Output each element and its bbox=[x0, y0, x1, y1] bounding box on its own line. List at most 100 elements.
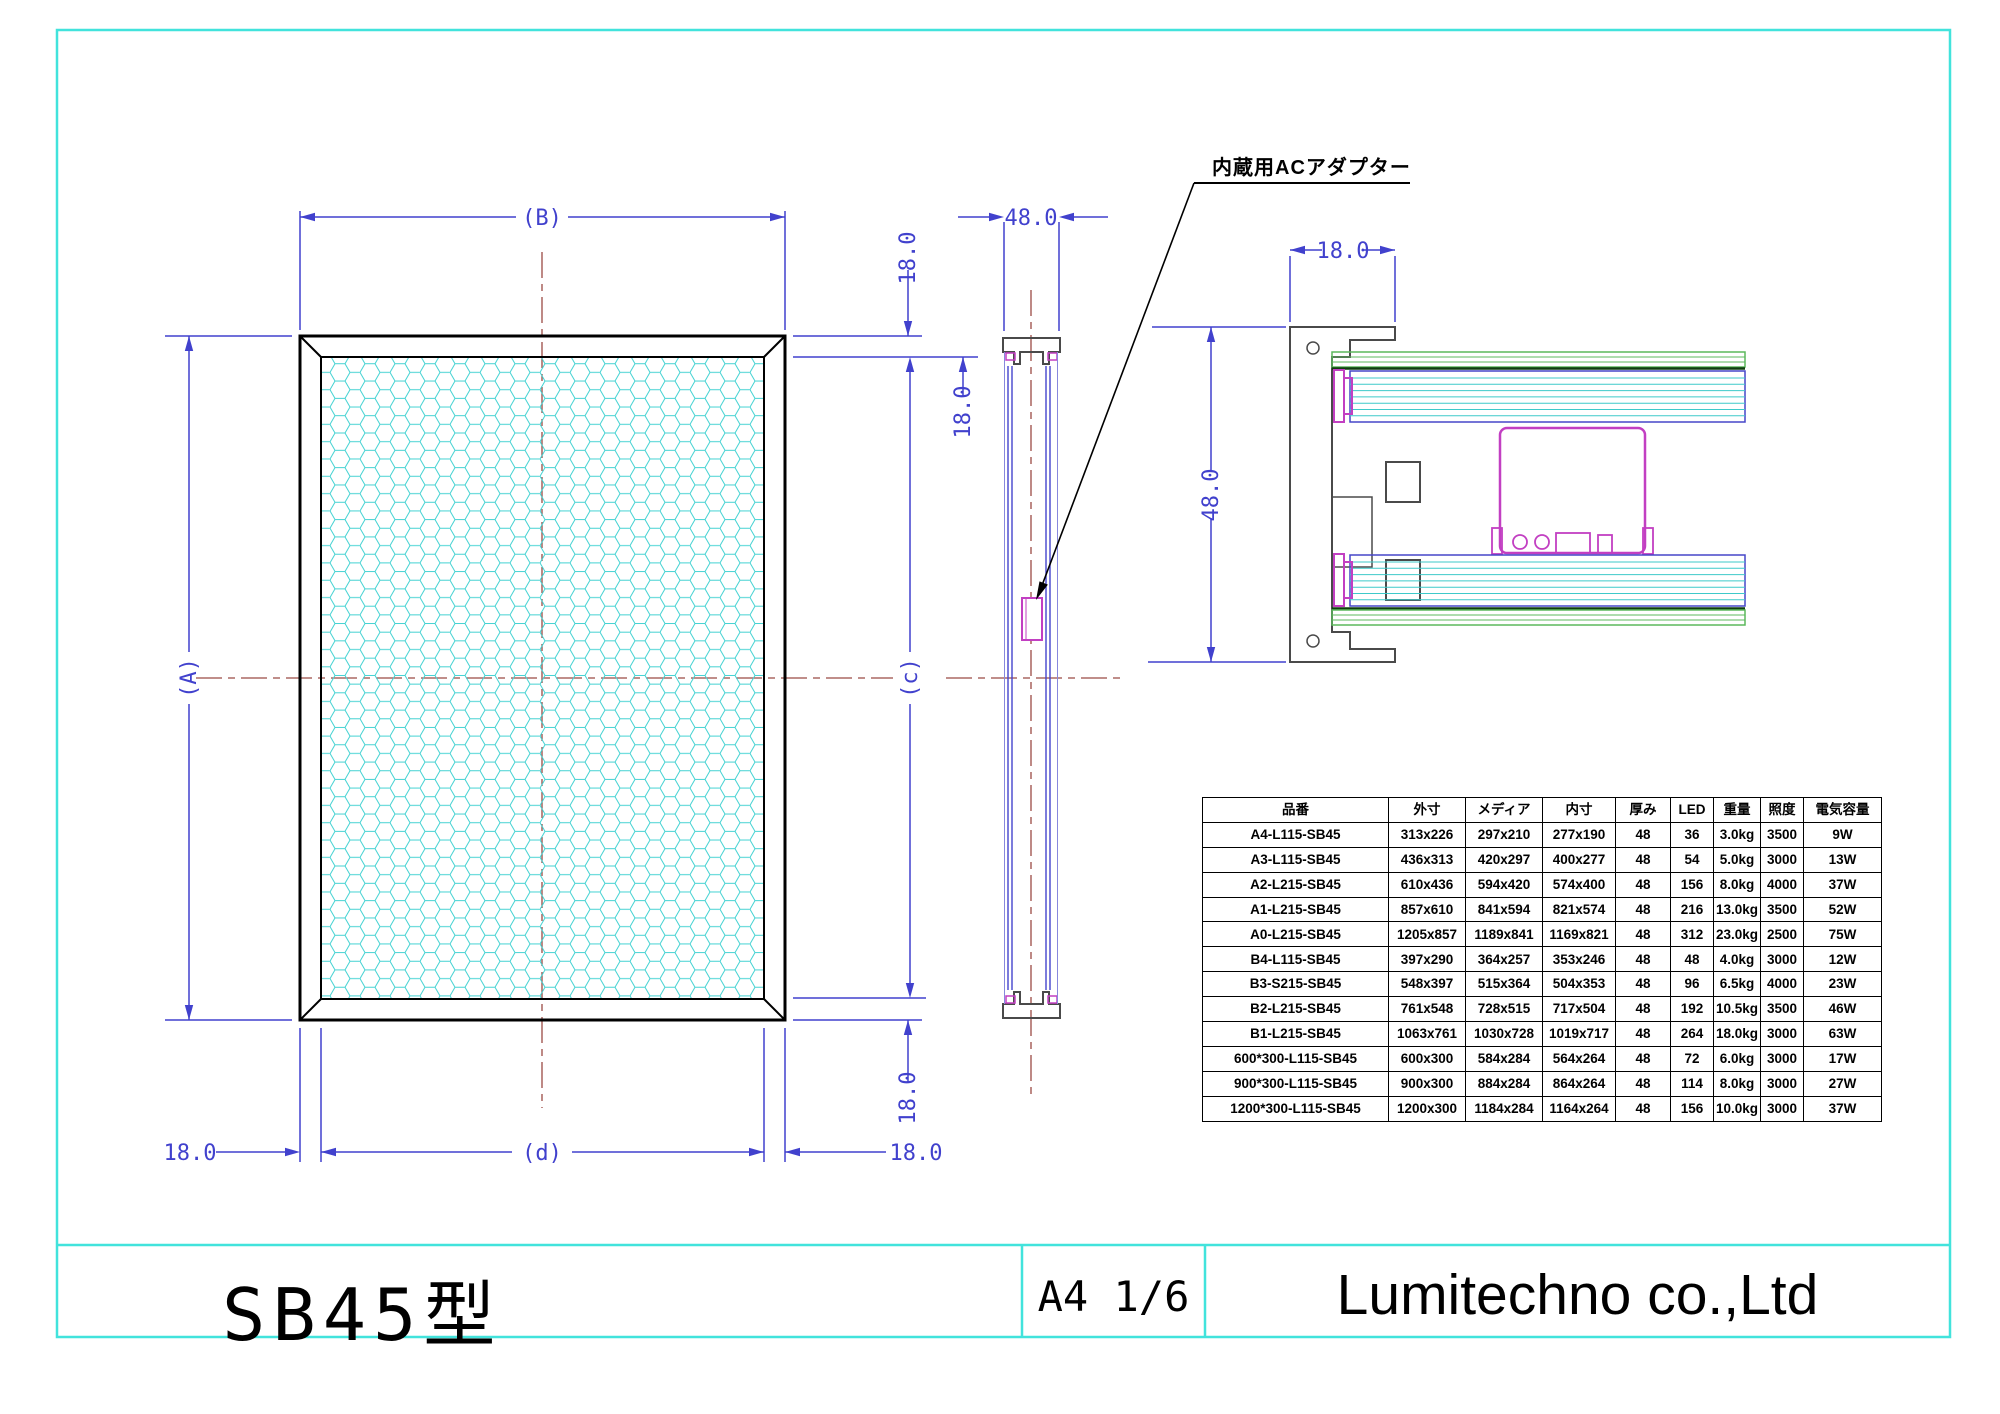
spec-cell: 12W bbox=[1803, 946, 1882, 973]
spec-cell: 23W bbox=[1803, 971, 1882, 998]
dim-d-label: (d) bbox=[522, 1141, 562, 1166]
spec-cell: 75W bbox=[1803, 921, 1882, 948]
spec-cell: 1169x821 bbox=[1542, 921, 1616, 948]
spec-cell: 48 bbox=[1615, 971, 1671, 998]
dim-18-bl-label: 18.0 bbox=[164, 1141, 217, 1166]
spec-cell: B1-L215-SB45 bbox=[1202, 1021, 1389, 1047]
spec-cell: 504x353 bbox=[1542, 971, 1616, 998]
dim-48-side-label: 48.0 bbox=[1005, 206, 1058, 231]
dim-18-br-vert-label: 18.0 bbox=[896, 1072, 921, 1125]
spec-cell: 436x313 bbox=[1388, 846, 1466, 873]
title-sheet-scale: A4 1/6 bbox=[1037, 1272, 1190, 1321]
led-strip-top bbox=[1333, 369, 1353, 423]
spec-header-cell: 照度 bbox=[1760, 797, 1804, 823]
spec-cell: 3000 bbox=[1760, 946, 1804, 973]
spec-cell: 48 bbox=[1615, 821, 1671, 848]
spec-cell: 2500 bbox=[1760, 921, 1804, 948]
dim-c-label: (c) bbox=[898, 658, 923, 698]
spec-cell: 3000 bbox=[1760, 846, 1804, 873]
spec-cell: 27W bbox=[1803, 1070, 1882, 1097]
spec-cell: 13W bbox=[1803, 846, 1882, 873]
spec-cell: 4000 bbox=[1760, 971, 1804, 998]
spec-cell: 10.5kg bbox=[1713, 996, 1761, 1023]
dim-a-label: (A) bbox=[177, 658, 202, 698]
spec-cell: 584x284 bbox=[1465, 1045, 1543, 1072]
spec-cell: 156 bbox=[1670, 1095, 1714, 1122]
dimension-arrows bbox=[184, 212, 1395, 1157]
spec-cell: 52W bbox=[1803, 896, 1882, 923]
spec-cell: 574x400 bbox=[1542, 871, 1616, 898]
spec-cell: 13.0kg bbox=[1713, 896, 1761, 923]
spec-cell: 3000 bbox=[1760, 1070, 1804, 1097]
ac-adapter-side bbox=[1021, 597, 1043, 641]
spec-cell: 48 bbox=[1615, 1070, 1671, 1097]
spec-cell: 3000 bbox=[1760, 1021, 1804, 1047]
spec-cell: 548x397 bbox=[1388, 971, 1466, 998]
spec-cell: 156 bbox=[1670, 871, 1714, 898]
spec-cell: 728x515 bbox=[1465, 996, 1543, 1023]
ac-adapter-leader bbox=[1036, 182, 1410, 600]
spec-cell: 4.0kg bbox=[1713, 946, 1761, 973]
spec-cell: 48 bbox=[1615, 996, 1671, 1023]
spec-cell: 1205x857 bbox=[1388, 921, 1466, 948]
spec-cell: 900*300-L115-SB45 bbox=[1202, 1070, 1389, 1097]
spec-cell: 312 bbox=[1670, 921, 1714, 948]
spec-cell: 610x436 bbox=[1388, 871, 1466, 898]
spec-cell: A1-L215-SB45 bbox=[1202, 896, 1389, 923]
spec-header-cell: 電気容量 bbox=[1803, 797, 1882, 823]
spec-cell: 72 bbox=[1670, 1045, 1714, 1072]
dimension-lines bbox=[165, 211, 1396, 1162]
spec-cell: B4-L115-SB45 bbox=[1202, 946, 1389, 973]
spec-cell: 353x246 bbox=[1542, 946, 1616, 973]
spec-cell: 1019x717 bbox=[1542, 1021, 1616, 1047]
diffuser-panel-top bbox=[1331, 351, 1746, 370]
spec-cell: 515x364 bbox=[1465, 971, 1543, 998]
spec-cell: 8.0kg bbox=[1713, 1070, 1761, 1097]
spec-cell: 277x190 bbox=[1542, 821, 1616, 848]
spec-cell: 1200x300 bbox=[1388, 1095, 1466, 1122]
spec-cell: 297x210 bbox=[1465, 821, 1543, 848]
spec-cell: 264 bbox=[1670, 1021, 1714, 1047]
spec-cell: 761x548 bbox=[1388, 996, 1466, 1023]
spec-cell: 3000 bbox=[1760, 1045, 1804, 1072]
spec-cell: 3.0kg bbox=[1713, 821, 1761, 848]
spec-cell: 48 bbox=[1615, 921, 1671, 948]
spec-header-cell: 品番 bbox=[1202, 797, 1389, 823]
spec-cell: 114 bbox=[1670, 1070, 1714, 1097]
spec-cell: 1184x284 bbox=[1465, 1095, 1543, 1122]
dim-b-label: (B) bbox=[522, 206, 562, 231]
spec-cell: 48 bbox=[1615, 871, 1671, 898]
spec-header-cell: 内寸 bbox=[1542, 797, 1616, 823]
spec-cell: 397x290 bbox=[1388, 946, 1466, 973]
spec-header-cell: 厚み bbox=[1615, 797, 1671, 823]
spec-cell: 10.0kg bbox=[1713, 1095, 1761, 1122]
spec-cell: 48 bbox=[1670, 946, 1714, 973]
section-view bbox=[1289, 326, 1746, 663]
spec-cell: 6.0kg bbox=[1713, 1045, 1761, 1072]
spec-cell: 717x504 bbox=[1542, 996, 1616, 1023]
honeycomb-panel bbox=[322, 358, 763, 998]
spec-cell: 821x574 bbox=[1542, 896, 1616, 923]
front-view bbox=[298, 334, 787, 1022]
spec-cell: 313x226 bbox=[1388, 821, 1466, 848]
spec-cell: 5.0kg bbox=[1713, 846, 1761, 873]
ac-adapter-section bbox=[1491, 426, 1654, 555]
spec-cell: 841x594 bbox=[1465, 896, 1543, 923]
spec-header-cell: 外寸 bbox=[1388, 797, 1466, 823]
spec-cell: 4000 bbox=[1760, 871, 1804, 898]
frame-profile bbox=[1289, 326, 1396, 663]
spec-cell: 216 bbox=[1670, 896, 1714, 923]
title-model: SB45型 bbox=[222, 1273, 503, 1357]
spec-cell: 857x610 bbox=[1388, 896, 1466, 923]
